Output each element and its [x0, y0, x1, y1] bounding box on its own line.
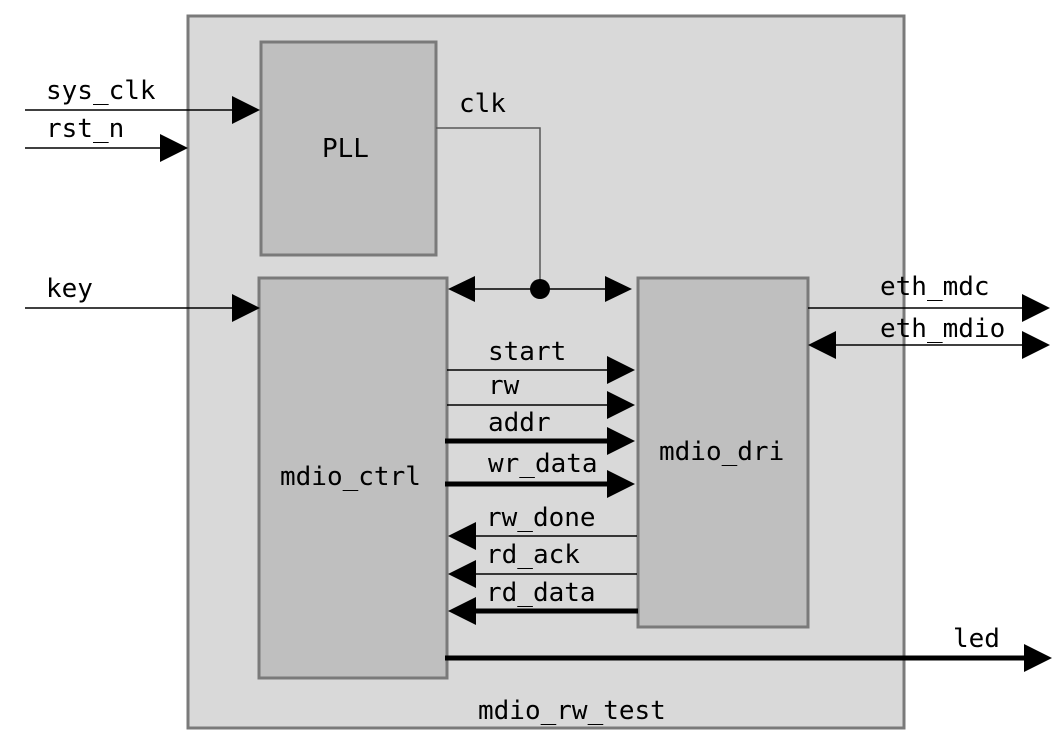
wr-data-label: wr_data — [488, 449, 598, 479]
top-module-label: mdio_rw_test — [478, 696, 666, 726]
eth-mdc-arrowhead — [1022, 294, 1050, 322]
rd-data-arrowhead — [448, 597, 476, 625]
pll-label: PLL — [322, 134, 369, 164]
key-label: key — [46, 274, 93, 304]
mdio-dri-label: mdio_dri — [659, 437, 784, 467]
eth-mdc-label: eth_mdc — [880, 272, 990, 302]
rd-ack-label: rd_ack — [486, 540, 580, 570]
start-arrowhead — [607, 356, 635, 384]
rw-label: rw — [488, 371, 520, 401]
led-arrowhead — [1024, 644, 1052, 672]
clk-junction-dot — [530, 279, 550, 299]
clk-label: clk — [459, 89, 506, 119]
pll-block — [259, 40, 438, 257]
rw-done-arrowhead — [448, 522, 476, 550]
addr-arrowhead — [607, 427, 635, 455]
start-label: start — [488, 337, 566, 367]
clk-wire — [436, 127, 541, 289]
sys-clk-arrowhead — [232, 96, 260, 124]
rd-data-label: rd_data — [486, 578, 596, 608]
addr-label: addr — [488, 408, 551, 438]
rw-done-label: rw_done — [486, 503, 596, 533]
clk-right-arrowhead — [605, 276, 632, 302]
eth-mdio-right-arrowhead — [1022, 331, 1050, 359]
rw-arrowhead — [607, 391, 635, 419]
mdio-ctrl-block — [257, 276, 449, 680]
rst-n-arrowhead — [160, 134, 188, 162]
key-arrowhead — [232, 294, 260, 322]
eth-mdio-left-arrowhead — [808, 331, 836, 359]
sys-clk-label: sys_clk — [46, 76, 156, 106]
clk-left-arrowhead — [448, 276, 475, 302]
rd-ack-arrowhead — [448, 560, 476, 588]
led-label: led — [953, 624, 1000, 654]
rst-n-label: rst_n — [46, 114, 124, 144]
wr-data-arrowhead — [607, 470, 635, 498]
mdio-dri-block — [636, 276, 810, 629]
mdio-ctrl-label: mdio_ctrl — [280, 462, 421, 492]
eth-mdio-label: eth_mdio — [880, 314, 1005, 344]
